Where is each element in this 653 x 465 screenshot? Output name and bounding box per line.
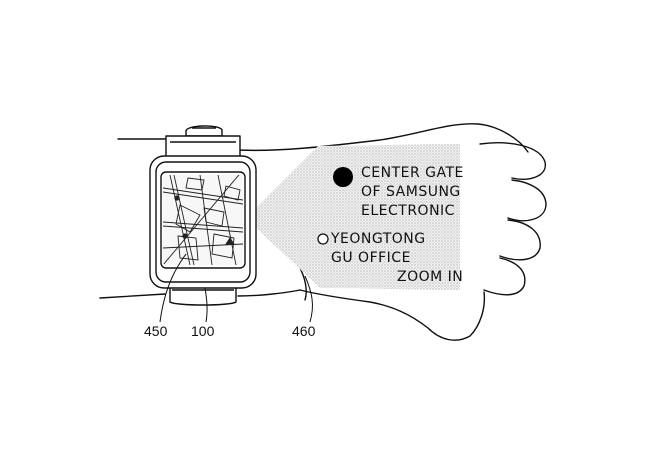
poi-primary-label: CENTER GATE OF SAMSUNG ELECTRONIC: [361, 164, 464, 221]
poi-secondary-marker: [317, 233, 329, 245]
ref-numeral-display: 450: [144, 323, 168, 339]
zoom-in-label: ZOOM IN: [397, 269, 464, 285]
map-display: [163, 175, 243, 265]
poi-secondary-label: YEONGTONG GU OFFICE: [331, 230, 426, 268]
ref-numeral-device: 100: [191, 323, 215, 339]
leader-lines: [159, 253, 313, 323]
poi-primary-line-3: ELECTRONIC: [361, 203, 455, 219]
poi-primary-marker: [333, 167, 353, 187]
poi-primary-line-1: CENTER GATE: [361, 165, 464, 181]
poi-primary-line-2: OF SAMSUNG: [361, 184, 461, 200]
projection-area: [246, 144, 460, 290]
poi-secondary-line-2: GU OFFICE: [331, 250, 411, 266]
ref-numeral-projection: 460: [292, 323, 316, 339]
poi-secondary-line-1: YEONGTONG: [331, 231, 426, 247]
